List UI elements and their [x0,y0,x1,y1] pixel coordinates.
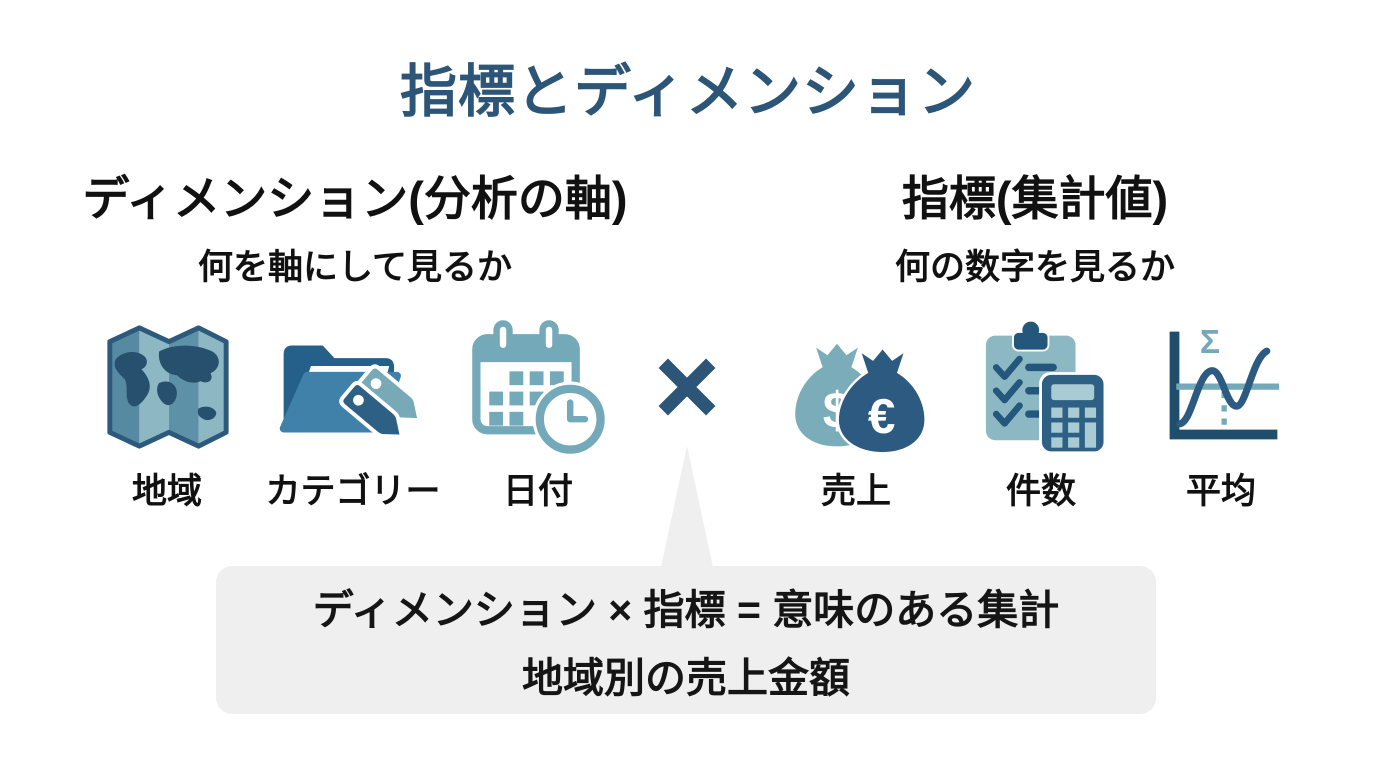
dimensions-header: ディメンション(分析の軸) 何を軸にして見るか [30,170,680,290]
callout-formula: ディメンション × 指標 = 意味のある集計 [312,587,1060,633]
dimension-item-region: 地域 [86,316,248,514]
dimension-item-category-label: カテゴリー [265,472,441,511]
slide-title: 指標とディメンション [399,60,976,124]
clipboard-calculator-icon [971,316,1111,458]
money-bags-icon: $ € [780,316,932,458]
sigma-symbol: Σ [1199,323,1219,360]
callout-box: ディメンション × 指標 = 意味のある集計 地域別の売上金額 [216,566,1156,714]
calendar-clock-icon [469,316,607,458]
multiply-icon [649,349,725,425]
callout-example: 地域別の売上金額 [522,655,850,701]
metric-item-count: 件数 [958,316,1124,514]
dimension-item-region-label: 地域 [131,472,202,511]
metric-item-count-label: 件数 [1005,472,1076,511]
dimension-item-date: 日付 [456,316,620,514]
metric-item-sales: $ € 売上 [772,316,940,514]
world-map-icon [98,316,236,458]
metric-item-average: Σ 平均 [1138,316,1304,514]
dimension-item-category: カテゴリー [256,316,450,514]
callout-pointer [661,446,713,567]
average-graph-icon: Σ [1155,316,1288,458]
metrics-header: 指標(集計値) 何の数字を見るか [800,170,1270,290]
dimensions-subheading: 何を軸にして見るか [198,247,512,287]
dimensions-heading: ディメンション(分析の軸) [82,172,628,225]
dimension-item-date-label: 日付 [502,472,573,511]
folder-tags-icon [268,316,439,458]
metric-item-average-label: 平均 [1185,472,1256,511]
metric-item-sales-label: 売上 [820,472,891,511]
metrics-heading: 指標(集計値) [901,172,1169,225]
euro-sign: € [868,389,895,444]
metrics-subheading: 何の数字を見るか [894,247,1175,287]
